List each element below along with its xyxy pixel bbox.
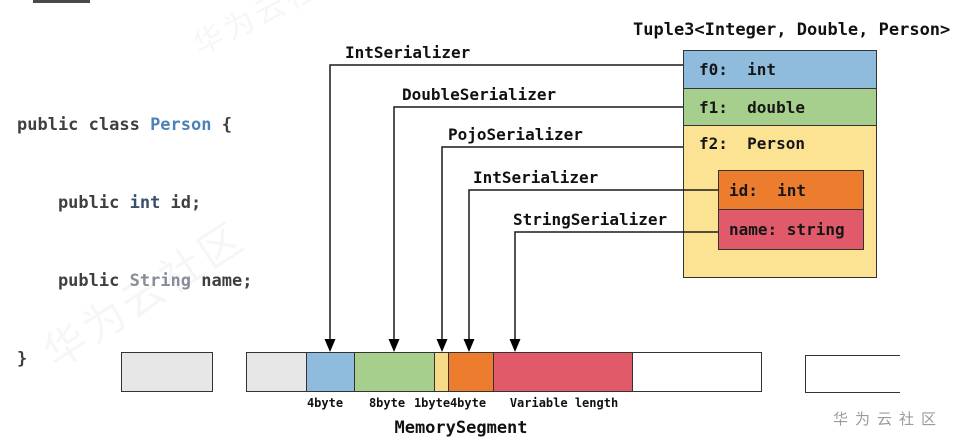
memory-segment-title: MemorySegment	[394, 418, 528, 438]
memory-segment-int	[306, 353, 354, 391]
down-arrow-icon	[436, 339, 448, 352]
serializer-label-int: IntSerializer	[345, 43, 471, 62]
serializer-label-pojo: PojoSerializer	[448, 125, 583, 144]
code-line-2: public int id;	[17, 190, 252, 216]
code-token: id;	[160, 193, 202, 213]
memory-segment-spare-left	[121, 352, 213, 392]
cropped-top-rule	[33, 0, 90, 3]
connector-int-serializer	[324, 64, 683, 352]
down-arrow-icon	[509, 339, 521, 352]
person-class-code: public class Person { public int id; pub…	[17, 60, 252, 424]
code-token: {	[211, 115, 232, 135]
serializer-label-double: DoubleSerializer	[402, 85, 557, 104]
memory-segment-spare-right	[805, 355, 900, 393]
byte-label-double: 8byte	[368, 396, 406, 410]
code-token: String	[129, 271, 192, 291]
down-arrow-icon	[324, 339, 336, 352]
memory-segment-pad	[247, 353, 306, 391]
serializer-label-string: StringSerializer	[513, 210, 668, 229]
memory-segment-free	[632, 353, 761, 391]
code-token: name;	[191, 271, 253, 291]
memory-segment-name	[493, 353, 632, 391]
person-inner-box: id: int name: string	[718, 170, 864, 250]
code-token: }	[17, 349, 28, 369]
down-arrow-icon	[463, 339, 475, 352]
field-row-f0: f0: int	[684, 51, 876, 88]
field-row-name: name: string	[719, 209, 863, 249]
code-token: Person	[150, 115, 212, 135]
code-token: public	[17, 193, 130, 213]
down-arrow-icon	[388, 339, 400, 352]
code-token: int	[129, 193, 161, 213]
byte-label-int: 4byte	[306, 396, 344, 410]
faint-watermark: 华为云社区	[187, 0, 356, 64]
field-row-f1: f1: double	[684, 88, 876, 125]
code-line-3: public String name;	[17, 268, 253, 294]
memory-segment-header	[434, 353, 448, 391]
field-row-id: id: int	[719, 171, 863, 209]
code-line-4: }	[17, 346, 252, 372]
code-token: public class	[17, 115, 151, 135]
byte-label-header: 1byte	[413, 396, 451, 410]
tuple3-title: Tuple3<Integer, Double, Person>	[633, 20, 951, 40]
code-line-1: public class Person {	[17, 112, 252, 138]
memory-segment-id	[448, 353, 493, 391]
serializer-label-int-nested: IntSerializer	[473, 168, 599, 187]
memory-bar	[246, 352, 762, 392]
code-token: public	[17, 271, 130, 291]
byte-label-variable: Variable length	[509, 396, 619, 410]
byte-label-id: 4byte	[449, 396, 487, 410]
watermark-text: 华为云社区	[833, 410, 944, 428]
memory-segment-double	[354, 353, 434, 391]
